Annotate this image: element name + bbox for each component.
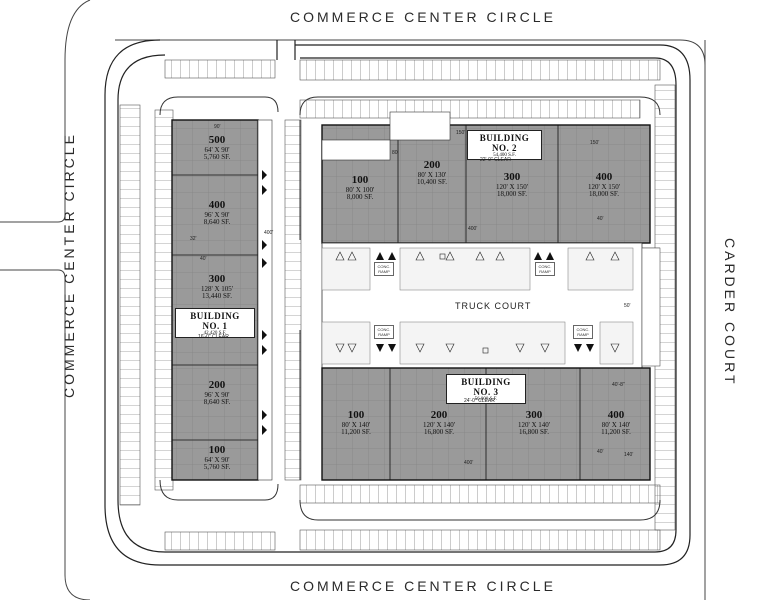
b1-unit-100: 100 64' X 90' 5,760 SF.: [203, 444, 231, 471]
street-label-bottom: COMMERCE CENTER CIRCLE: [290, 578, 556, 594]
truck-court-label: TRUCK COURT: [455, 301, 532, 311]
dim-b1-side: 400': [264, 230, 274, 236]
b1-unit-300: 300 128' X 105' 13,440 SF.: [200, 273, 234, 300]
dim-b2-d: 150': [590, 140, 600, 146]
dim-b2-c: 40': [597, 216, 604, 222]
ramp-label-1: CONC. RAMP: [374, 262, 394, 276]
b3-unit-300: 300 120' X 140' 16,800 SF.: [517, 409, 551, 436]
dim-b2-len: 400': [468, 226, 478, 232]
dim-b1-w2: 32': [190, 236, 197, 242]
building-1-clear: 16'-0" CLEAR: [198, 334, 229, 340]
street-curbs: [0, 0, 706, 600]
b2-unit-100: 100 80' X 100' 8,000 SF.: [345, 174, 375, 201]
ramp-label-4: CONC. RAMP: [573, 325, 593, 339]
dock-markers-open: [335, 251, 620, 354]
dim-b3-len: 400': [464, 460, 474, 466]
b2-unit-300: 300 120' X 150' 18,000 SF.: [495, 171, 529, 198]
street-label-right: CARDER COURT: [722, 238, 738, 387]
building-3-clear: 24'-0" CLEAR: [464, 398, 495, 404]
b2-unit-200: 200 80' X 130' 10,400 SF.: [417, 159, 447, 186]
parking-stalls: [119, 59, 676, 551]
building-1-footprint: [171, 119, 273, 481]
b1-unit-200: 200 96' X 90' 8,640 SF.: [203, 379, 231, 406]
site-boundary: [104, 39, 691, 566]
dim-b1-top: 90': [214, 124, 221, 130]
dock-markers: [262, 170, 594, 435]
dim-b1-w: 40': [200, 256, 207, 262]
street-label-top: COMMERCE CENTER CIRCLE: [290, 9, 556, 25]
building-2-clear: 22'-0" CLEAR: [480, 157, 511, 163]
b3-unit-400: 400 80' X 140' 11,200 SF.: [601, 409, 631, 436]
dim-b3-a: 40': [597, 449, 604, 455]
building-3-title: BUILDING NO. 3 56,000 S.F.: [446, 374, 526, 404]
street-label-left: COMMERCE CENTER CIRCLE: [61, 132, 77, 398]
ramp-label-2: CONC. RAMP: [535, 262, 555, 276]
b2-unit-400: 400 120' X 150' 18,000 SF.: [587, 171, 621, 198]
building-2-title: BUILDING NO. 2 54,400 S.F.: [467, 130, 542, 160]
b1-unit-400: 400 96' X 90' 8,640 SF.: [203, 199, 231, 226]
b3-unit-200: 200 120' X 140' 16,800 SF.: [422, 409, 456, 436]
b3-unit-100: 100 80' X 140' 11,200 SF.: [341, 409, 371, 436]
islands: [159, 96, 661, 521]
building-1-title: BUILDING NO. 1 42,420 S.F.: [175, 308, 255, 338]
dim-b3-c: 40'-8": [612, 382, 625, 388]
dim-b2-b: 150': [456, 130, 466, 136]
b1-unit-500: 500 64' X 90' 5,760 SF.: [203, 134, 231, 161]
ramp-label-3: CONC. RAMP: [374, 325, 394, 339]
dim-b2-a: 80': [392, 150, 399, 156]
dim-truck-court: 50': [624, 303, 631, 309]
dim-b3-b: 140': [624, 452, 634, 458]
